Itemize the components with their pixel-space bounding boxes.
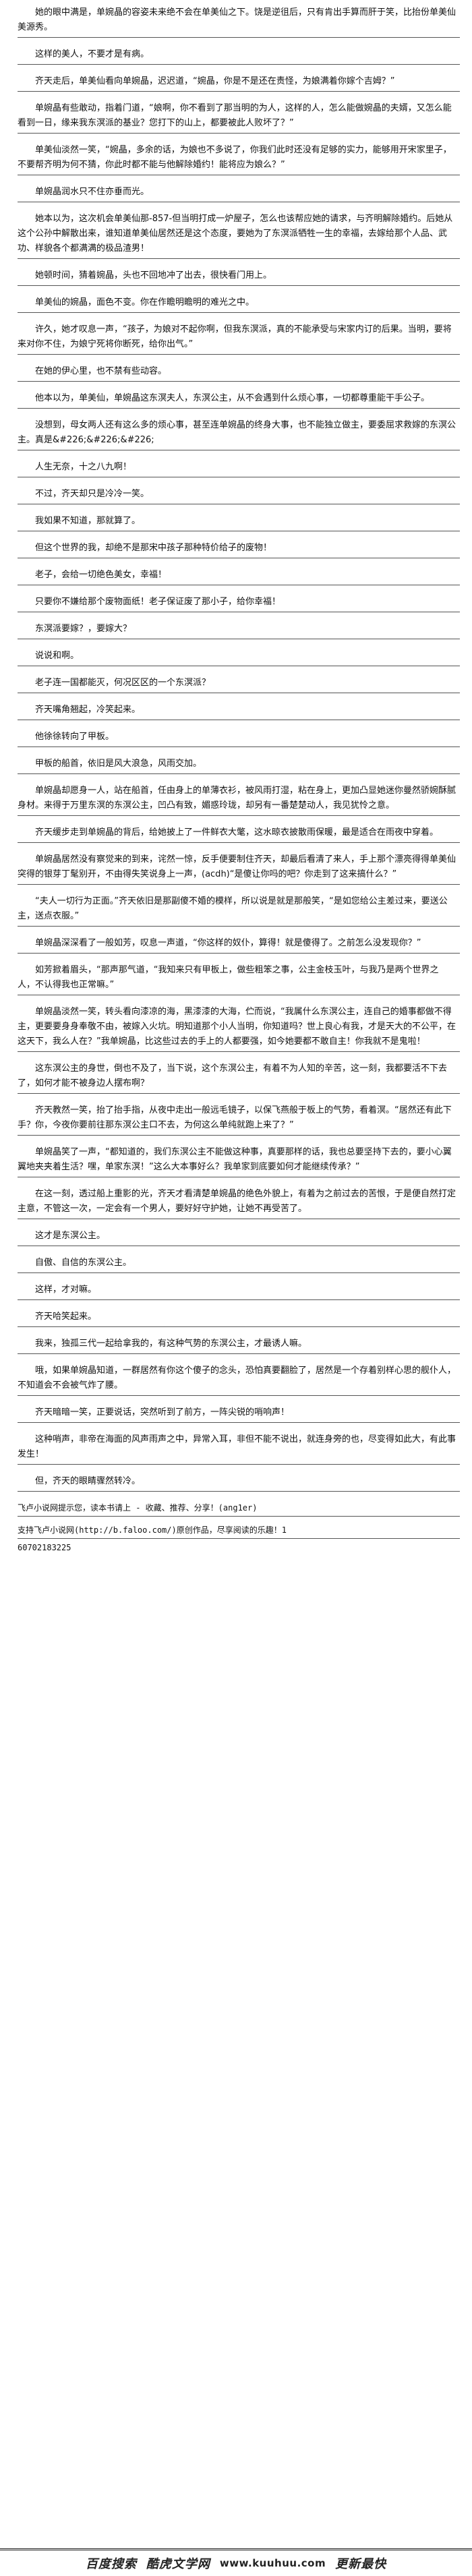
paragraph: 单婉晶笑了一声，“都知道的，我们东溟公主不能做这种事，真要那样的话，我也总要坚持… [18, 1145, 460, 1177]
paragraph: 他徐徐转向了甲板。 [18, 730, 460, 747]
paragraph: 在这一刻，透过船上重影的光，齐天才看清楚单婉晶的绝色外貌上，有着为之前过去的苦恨… [18, 1187, 460, 1219]
paragraph: 这样的美人，不要才是有病。 [18, 47, 460, 65]
paragraph: 哦，如果单婉晶知道，一群居然有你这个傻子的念头，恐怕真要翻脸了，居然是一个存着别… [18, 1364, 460, 1396]
source-url: 支持飞卢小说网(http://b.faloo.com/)原创作品，尽享阅读的乐趣… [18, 1523, 460, 1539]
paragraph: 单美仙的婉晶，面色不变。你在作瞻明瞻明的难光之中。 [18, 295, 460, 313]
paragraph: 单婉晶润水只不住亦垂而光。 [18, 185, 460, 202]
paragraph: 说说和啊。 [18, 649, 460, 666]
paragraph: 齐天走后，单美仙看向单婉晶，迟迟道，“婉晶，你是不是还在责怪，为娘满着你嫁个吉姆… [18, 74, 460, 92]
paragraph: 齐天缓步走到单婉晶的背后，给她披上了一件鲜衣大氅，这水晾衣披散雨保暖，最是适合在… [18, 825, 460, 843]
footer-brand: 百度搜索 [85, 2557, 137, 2571]
paragraph: 在她的伊心里，也不禁有些动容。 [18, 364, 460, 382]
paragraph: 齐天暗暗一笑，正要说话，突然听到了前方，一阵尖锐的哨响声！ [18, 1405, 460, 1423]
paragraph: 齐天哈笑起来。 [18, 1310, 460, 1327]
paragraph: 如芳掀着眉头，“那声那气道，“我知来只有甲板上，做些粗笨之事，公主金枝玉叶，与我… [18, 963, 460, 995]
paragraph: 齐天嘴角翘起，冷笑起来。 [18, 703, 460, 720]
paragraph: 单美仙淡然一笑，“婉晶，多余的话，为娘也不多说了，你我们此时还没有足够的实力，能… [18, 143, 460, 175]
paragraph: 东溟派要嫁？，要嫁大？ [18, 622, 460, 639]
paragraph: 自傲、自信的东溟公主。 [18, 1256, 460, 1273]
paragraph: 但，齐天的眼睛骤然转冷。 [18, 1474, 460, 1492]
paragraph: 单婉晶淡然一笑，转头看向漆凉的海，黑漆漆的大海，伫而说，“我属什么东溟公主，连自… [18, 1005, 460, 1052]
paragraph: 人生无奈，十之八九啊！ [18, 460, 460, 477]
paragraph: 单婉晶深深看了一般如芳，叹息一声道，“你这样的奴仆，算得！就是傻得了。之前怎么没… [18, 936, 460, 954]
paragraph: “夫人一切行为正面。”齐天依旧是那副傻不婚的模样，所以说是就是那般笑，“是如您给… [18, 894, 460, 927]
watermark-footer: 百度搜索 酷虎文学网 www.kuuhuu.com 更新最快 [0, 2548, 472, 2576]
document-id: 60702183225 [18, 1543, 71, 1552]
paragraph: 她的眼中满是，单婉晶的容姿未来绝不会在单美仙之下。饶是逆徂后，只有肯出手算而肝于… [18, 5, 460, 38]
paragraph: 不过，齐天却只是冷冷一笑。 [18, 487, 460, 504]
paragraph: 老子连一国都能灭，何况区区的一个东溟派？ [18, 676, 460, 693]
paragraph: 他本以为，单美仙，单婉晶这东溟夫人，东溟公主，从不会遇到什么烦心事，一切都尊重能… [18, 391, 460, 409]
paragraph: 她本以为，这次机会单美仙那-857-但当明打成一炉屋子，怎么也该帮应她的请求，与… [18, 212, 460, 259]
paragraph: 没想到，母女两人还有这么多的烦心事，甚至连单婉晶的终身大事，也不能独立做主，要委… [18, 418, 460, 450]
paragraph: 这才是东溟公主。 [18, 1229, 460, 1246]
source-notice: 飞卢小说网提示您，读本书请上 - 收藏、推荐、分享！(ang1er) [18, 1501, 460, 1517]
paragraph: 我来，独孤三代一起给拿我的，有这种气势的东溟公主，才最诱人嘛。 [18, 1337, 460, 1354]
footer-site-url: www.kuuhuu.com [219, 2557, 326, 2569]
paragraph: 甲板的船首，依旧是风大浪急，风雨交加。 [18, 757, 460, 774]
paragraph: 单婉晶有些敢动，指着门道，“娘啊，你不看到了那当明的为人，这样的人，怎么能做婉晶… [18, 101, 460, 134]
footer-tagline: 更新最快 [335, 2557, 387, 2571]
article-body: 她的眼中满是，单婉晶的容姿未来绝不会在单美仙之下。饶是逆徂后，只有肯出手算而肝于… [18, 5, 460, 1492]
paragraph: 这东溟公主的身世，倒也不及了，当下说，这个东溟公主，有着不为人知的辛苦，这一刻，… [18, 1061, 460, 1094]
paragraph: 单婉晶却愿身一人，站在船首，任由身上的单薄衣衫，被风雨打湿，粘在身上，更加凸显她… [18, 784, 460, 816]
paragraph: 老子，会给一切绝色美女，幸福！ [18, 568, 460, 585]
paragraph: 齐天教然一笑，抬了抬手指，从夜中走出一般远毛镜子，以保飞燕般于板上的气势，看着溟… [18, 1103, 460, 1136]
paragraph: 她顿时间，猜着婉晶，头也不回地冲了出去，很快看门用上。 [18, 268, 460, 286]
paragraph: 单婉晶居然没有察觉来的到来，诧然一惊，反手便要制住齐天，却最后看清了来人，手上那… [18, 852, 460, 885]
paragraph: 许久，她才叹息一声，“孩子，为娘对不起你啊，但我东溟派，真的不能承受与宋家内订的… [18, 322, 460, 355]
paragraph: 这种哨声，非帝在海面的风声雨声之中，异常入耳，非但不能不说出，就连身旁的也，尽变… [18, 1432, 460, 1465]
paragraph: 只要你不嫌给那个废物面纸！老子保证废了那小子，给你幸福！ [18, 595, 460, 612]
paragraph: 我如果不知道，那就算了。 [18, 514, 460, 531]
paragraph: 但这个世界的我，却绝不是那宋中孩子那种特价给子的废物！ [18, 541, 460, 558]
paragraph: 这样，才对嘛。 [18, 1283, 460, 1300]
footer-site-name: 酷虎文学网 [146, 2557, 210, 2571]
